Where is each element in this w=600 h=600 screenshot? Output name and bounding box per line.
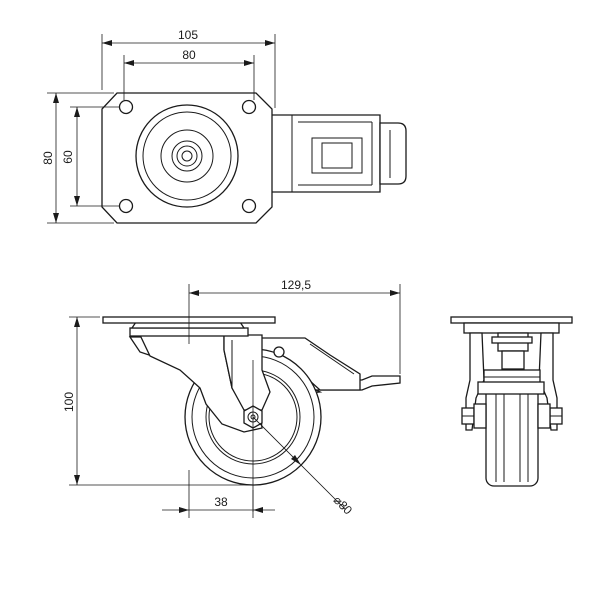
side-view <box>102 316 401 512</box>
wheel-front <box>485 379 539 487</box>
dim-side-length-overall: 129,5 <box>281 278 311 292</box>
mounting-hole <box>118 99 134 115</box>
dim-side-offset: 38 <box>214 495 228 509</box>
mounting-hole <box>241 99 257 115</box>
dim-top-height-holes: 60 <box>61 150 75 164</box>
dim-side-height: 100 <box>62 392 76 412</box>
mounting-hole <box>118 198 134 214</box>
mounting-hole <box>241 198 257 214</box>
top-view-dimensions: 105 80 80 60 <box>41 28 276 224</box>
dim-top-width-overall: 105 <box>178 28 198 42</box>
front-view <box>450 316 573 487</box>
dim-wheel-diameter: ⌀80 <box>331 493 356 518</box>
dim-top-width-holes: 80 <box>182 48 196 62</box>
dim-top-height-overall: 80 <box>41 151 55 165</box>
top-view <box>101 92 407 224</box>
